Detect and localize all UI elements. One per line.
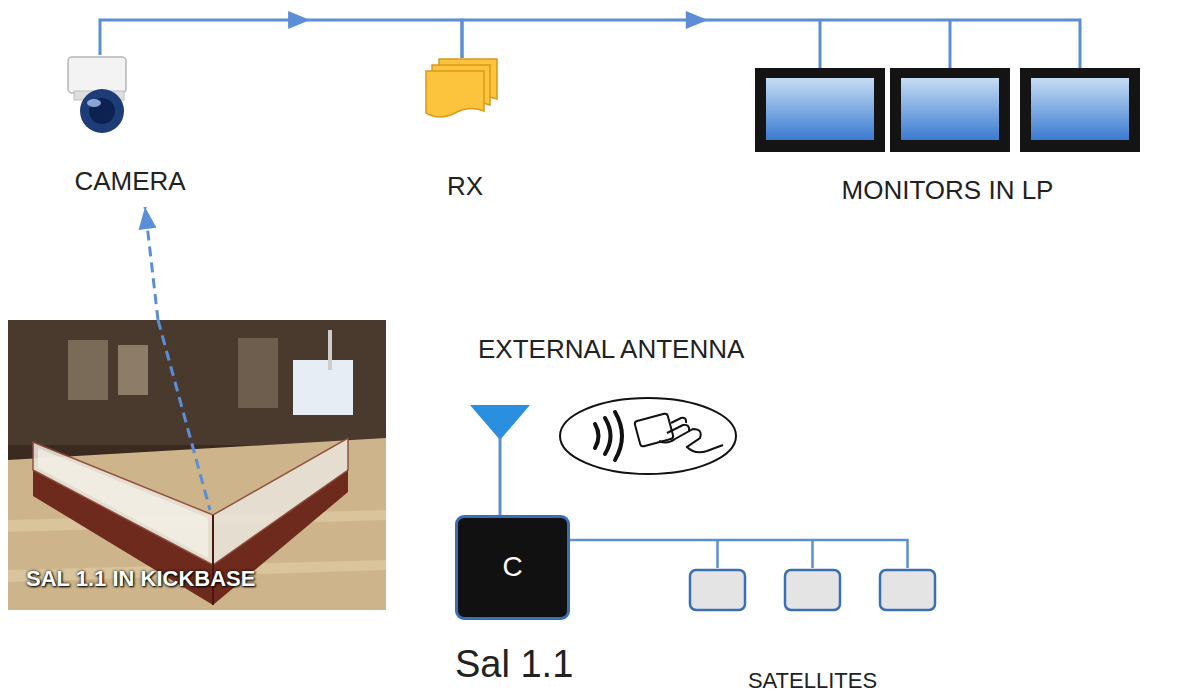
receiver-node: RX bbox=[405, 58, 525, 204]
antenna-label: EXTERNAL ANTENNA bbox=[478, 335, 744, 365]
connector bbox=[139, 207, 158, 320]
photo-node: SAL 1.1 IN KICKBASE bbox=[8, 320, 386, 610]
camera-label: CAMERA bbox=[74, 167, 185, 197]
satellite-boxes bbox=[685, 568, 940, 614]
connector bbox=[570, 540, 908, 568]
tap-line bbox=[716, 540, 719, 568]
tap-line bbox=[819, 20, 822, 68]
controller-label: Sal 1.1 bbox=[455, 643, 573, 687]
connector-line bbox=[100, 20, 462, 58]
monitors-node: MONITORS IN LP bbox=[750, 68, 1145, 208]
antenna-symbol bbox=[470, 405, 530, 445]
camera-node: CAMERA bbox=[50, 55, 210, 205]
satellites-label: SATELLITES bbox=[748, 668, 877, 693]
arrow-head bbox=[288, 11, 310, 29]
camera-icon bbox=[60, 55, 140, 135]
monitors-label: MONITORS IN LP bbox=[842, 176, 1054, 206]
connector bbox=[462, 11, 1080, 68]
arrow-head bbox=[139, 207, 157, 230]
connector-line bbox=[462, 20, 1080, 68]
monitor-icons bbox=[750, 68, 1145, 154]
contactless-icon bbox=[555, 393, 745, 479]
connector bbox=[500, 445, 501, 515]
antenna-node: EXTERNAL ANTENNA bbox=[470, 335, 750, 445]
satellites-node: SATELLITES bbox=[685, 568, 940, 698]
connector bbox=[100, 11, 462, 58]
receiver-icon bbox=[425, 58, 501, 124]
photo-caption: SAL 1.1 IN KICKBASE bbox=[26, 566, 255, 591]
controller-letter: C bbox=[502, 551, 522, 583]
connector-line bbox=[570, 540, 908, 568]
arrow-head bbox=[686, 11, 708, 29]
tap-line bbox=[811, 540, 814, 568]
receiver-label: RX bbox=[447, 172, 483, 202]
connector-line bbox=[499, 445, 502, 515]
tap-line bbox=[949, 20, 952, 68]
controller-node: C Sal 1.1 bbox=[455, 515, 579, 695]
